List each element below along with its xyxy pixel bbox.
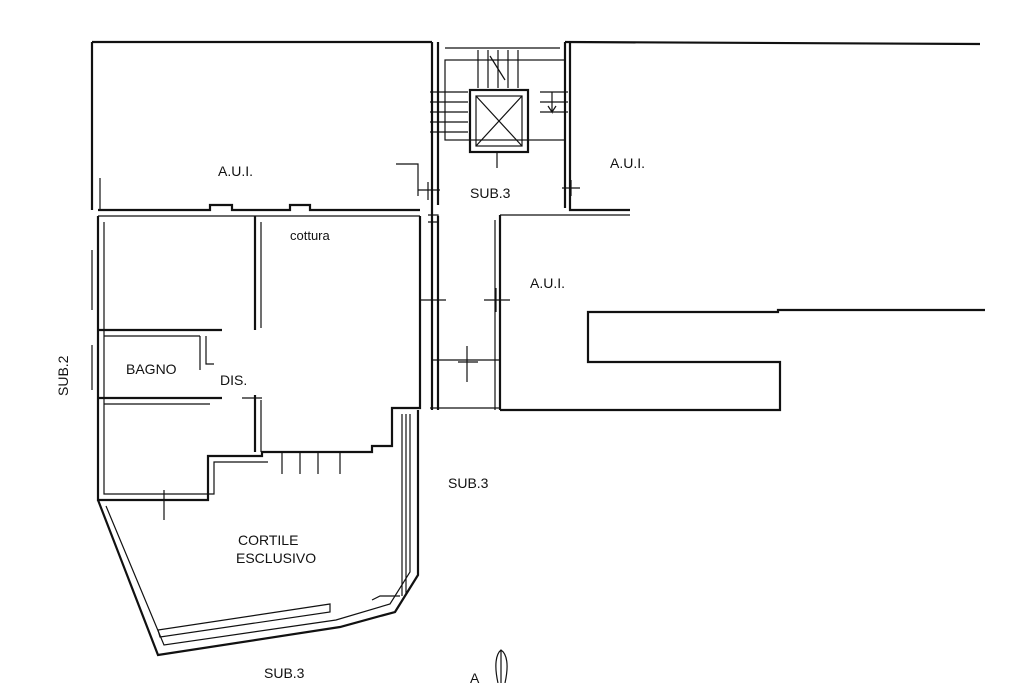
- corridor-wall: [98, 163, 420, 217]
- label-bagno: BAGNO: [126, 361, 177, 377]
- label-cortile: CORTILE: [238, 532, 298, 548]
- staircase-icon: [430, 50, 568, 133]
- aui-right-boundary: [430, 308, 985, 412]
- outer-boundary: [90, 40, 981, 210]
- label-aui-middle: A.U.I.: [530, 275, 565, 291]
- north-arrow-icon: [495, 649, 508, 683]
- label-cottura: cottura: [290, 228, 331, 243]
- label-esclusivo: ESCLUSIVO: [236, 550, 316, 566]
- courtyard: [96, 410, 420, 657]
- apartment-walls: [91, 216, 422, 520]
- elevator-icon: [468, 88, 530, 168]
- label-sub3-bottom: SUB.3: [264, 665, 305, 681]
- landing: [418, 180, 630, 410]
- label-aui-top-right: A.U.I.: [610, 155, 645, 171]
- label-sub2: SUB.2: [55, 355, 71, 396]
- label-dis: DIS.: [220, 372, 247, 388]
- label-aui-top-left: A.U.I.: [218, 163, 253, 179]
- stair-core: [430, 42, 630, 212]
- label-north-letter: A: [470, 670, 480, 683]
- label-sub3-stair: SUB.3: [470, 185, 511, 201]
- label-sub3-right: SUB.3: [448, 475, 489, 491]
